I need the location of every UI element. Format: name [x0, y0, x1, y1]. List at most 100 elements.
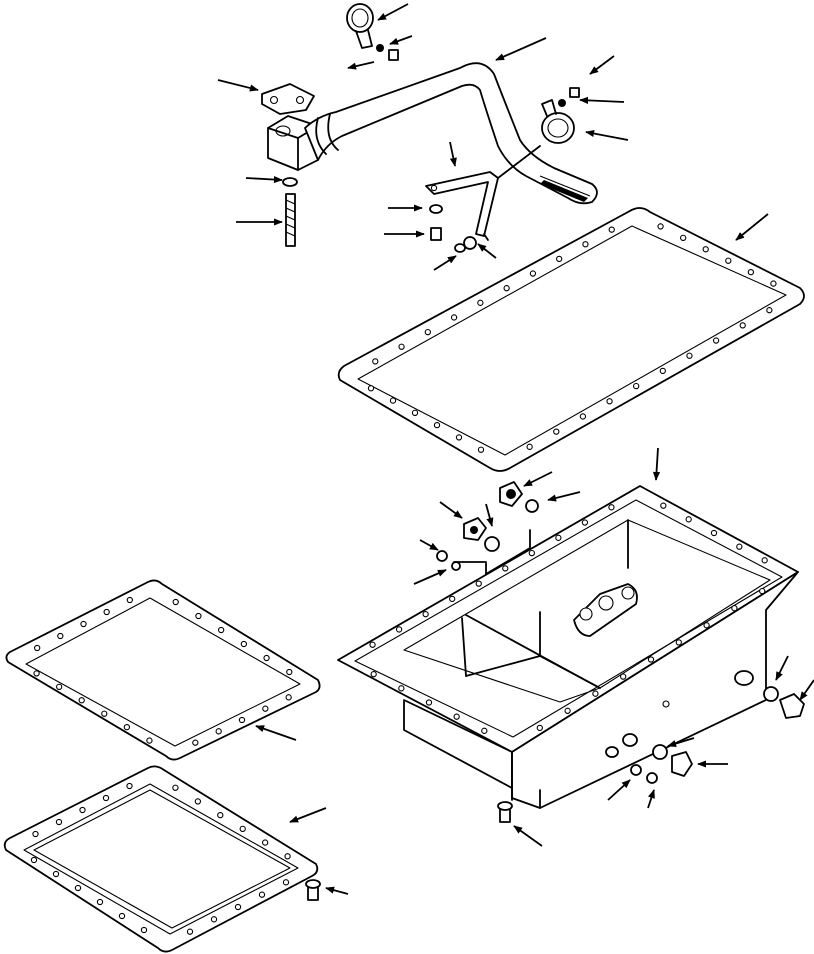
bolt-hole	[263, 654, 270, 662]
bolt-hole	[536, 724, 543, 732]
bolt-hole	[647, 656, 655, 663]
bolt-hole	[659, 367, 666, 375]
bolt-hole	[449, 595, 456, 603]
callout-arrow	[325, 886, 349, 895]
callout-arrow	[389, 35, 413, 45]
side-plugs	[436, 481, 539, 575]
callout-arrow	[513, 825, 543, 847]
bolt-hole	[686, 352, 693, 359]
callout-arrow	[433, 255, 457, 271]
bolt-hole	[398, 685, 405, 692]
bolt-hole	[433, 421, 441, 429]
bolt-hole	[194, 798, 202, 805]
bolt-hole	[126, 782, 133, 790]
bolt-hole	[660, 502, 667, 509]
bolt-hole	[217, 811, 224, 819]
bolt-hole	[367, 385, 375, 392]
inspection-cover-gasket	[5, 579, 321, 761]
bolt-hole	[103, 608, 110, 616]
bolt-hole	[96, 898, 104, 906]
bolt-hole	[703, 622, 710, 629]
bolt-hole	[450, 314, 458, 321]
bolt-hole	[33, 670, 40, 677]
bolt-hole	[234, 903, 242, 911]
bolt-hole	[608, 226, 615, 233]
bolt-hole	[759, 587, 766, 595]
bolt-hole	[529, 270, 537, 277]
callout-arrow	[289, 807, 327, 823]
bolt-hole	[55, 818, 63, 826]
bolt-hole	[556, 255, 563, 263]
callout-arrow	[495, 37, 547, 61]
bolt-hole	[30, 856, 38, 864]
bolt-hole	[215, 728, 222, 735]
oil-pan	[337, 485, 799, 823]
bolt-hole	[579, 413, 587, 420]
drain-plug	[630, 686, 805, 784]
callout-arrow	[347, 61, 375, 70]
dipstick-tube	[304, 62, 598, 205]
bolt-hole	[455, 434, 463, 441]
bolt-hole	[282, 879, 290, 886]
bolt-hole	[286, 668, 293, 676]
bolt-hole	[80, 620, 87, 628]
bolt-hole	[395, 626, 403, 633]
bolt-hole	[126, 596, 133, 604]
callout-arrow	[607, 779, 631, 801]
bolt-hole	[606, 398, 613, 405]
tube-clamp-lower	[541, 87, 580, 144]
bolt-hole	[389, 397, 397, 404]
bolt-hole	[240, 640, 248, 648]
oil-pan-gasket	[337, 207, 805, 472]
bolt-hole	[217, 626, 225, 634]
bolt-hole	[239, 825, 246, 833]
bolt-hole	[55, 683, 63, 691]
callout-arrow	[377, 3, 409, 21]
callout-arrow	[477, 243, 497, 259]
bolt-hole	[284, 853, 291, 860]
callout-arrow	[735, 213, 769, 241]
bolt-hole	[528, 549, 535, 557]
bolt-hole	[503, 285, 510, 292]
bolt-hole	[285, 694, 292, 701]
bolt-hole	[57, 632, 64, 640]
bolt-hole	[477, 446, 485, 453]
callout-arrow	[579, 96, 625, 104]
bolt-hole	[425, 699, 433, 706]
bolt-hole	[526, 443, 533, 450]
bolt-hole	[172, 784, 179, 791]
callout-arrow	[449, 141, 457, 167]
bolt-hole	[238, 716, 246, 724]
callout-arrow	[589, 55, 615, 75]
bolt-hole	[592, 690, 599, 697]
bolt-hole	[78, 697, 85, 704]
bolt-hole	[258, 891, 266, 898]
bolt-hole	[710, 529, 718, 537]
callout-arrow	[255, 725, 297, 741]
bolt-hole	[477, 299, 484, 306]
bolt-hole	[118, 912, 126, 920]
callout-arrow	[523, 471, 553, 487]
bolt-hole	[101, 710, 108, 717]
bolt-hole	[372, 358, 379, 365]
bolt-hole	[186, 928, 194, 935]
callout-arrow	[245, 175, 283, 184]
bolt-hole	[210, 916, 218, 923]
callout-arrow	[667, 737, 695, 748]
bolt-hole	[475, 580, 482, 587]
bolt-hole	[369, 641, 376, 648]
bolt-hole	[261, 839, 269, 846]
bolt-hole	[123, 723, 131, 731]
callout-arrow	[413, 569, 447, 585]
callout-arrows	[217, 3, 814, 895]
bolt-hole	[633, 382, 640, 390]
bolt-hole	[739, 322, 746, 329]
bolt-hole	[702, 246, 709, 253]
bolt-hole	[102, 794, 110, 802]
bolt-hole	[712, 337, 720, 344]
callout-arrow	[419, 539, 439, 551]
bolt-hole	[79, 806, 86, 814]
bolt-hole	[747, 268, 755, 276]
bolt-hole	[481, 727, 488, 734]
